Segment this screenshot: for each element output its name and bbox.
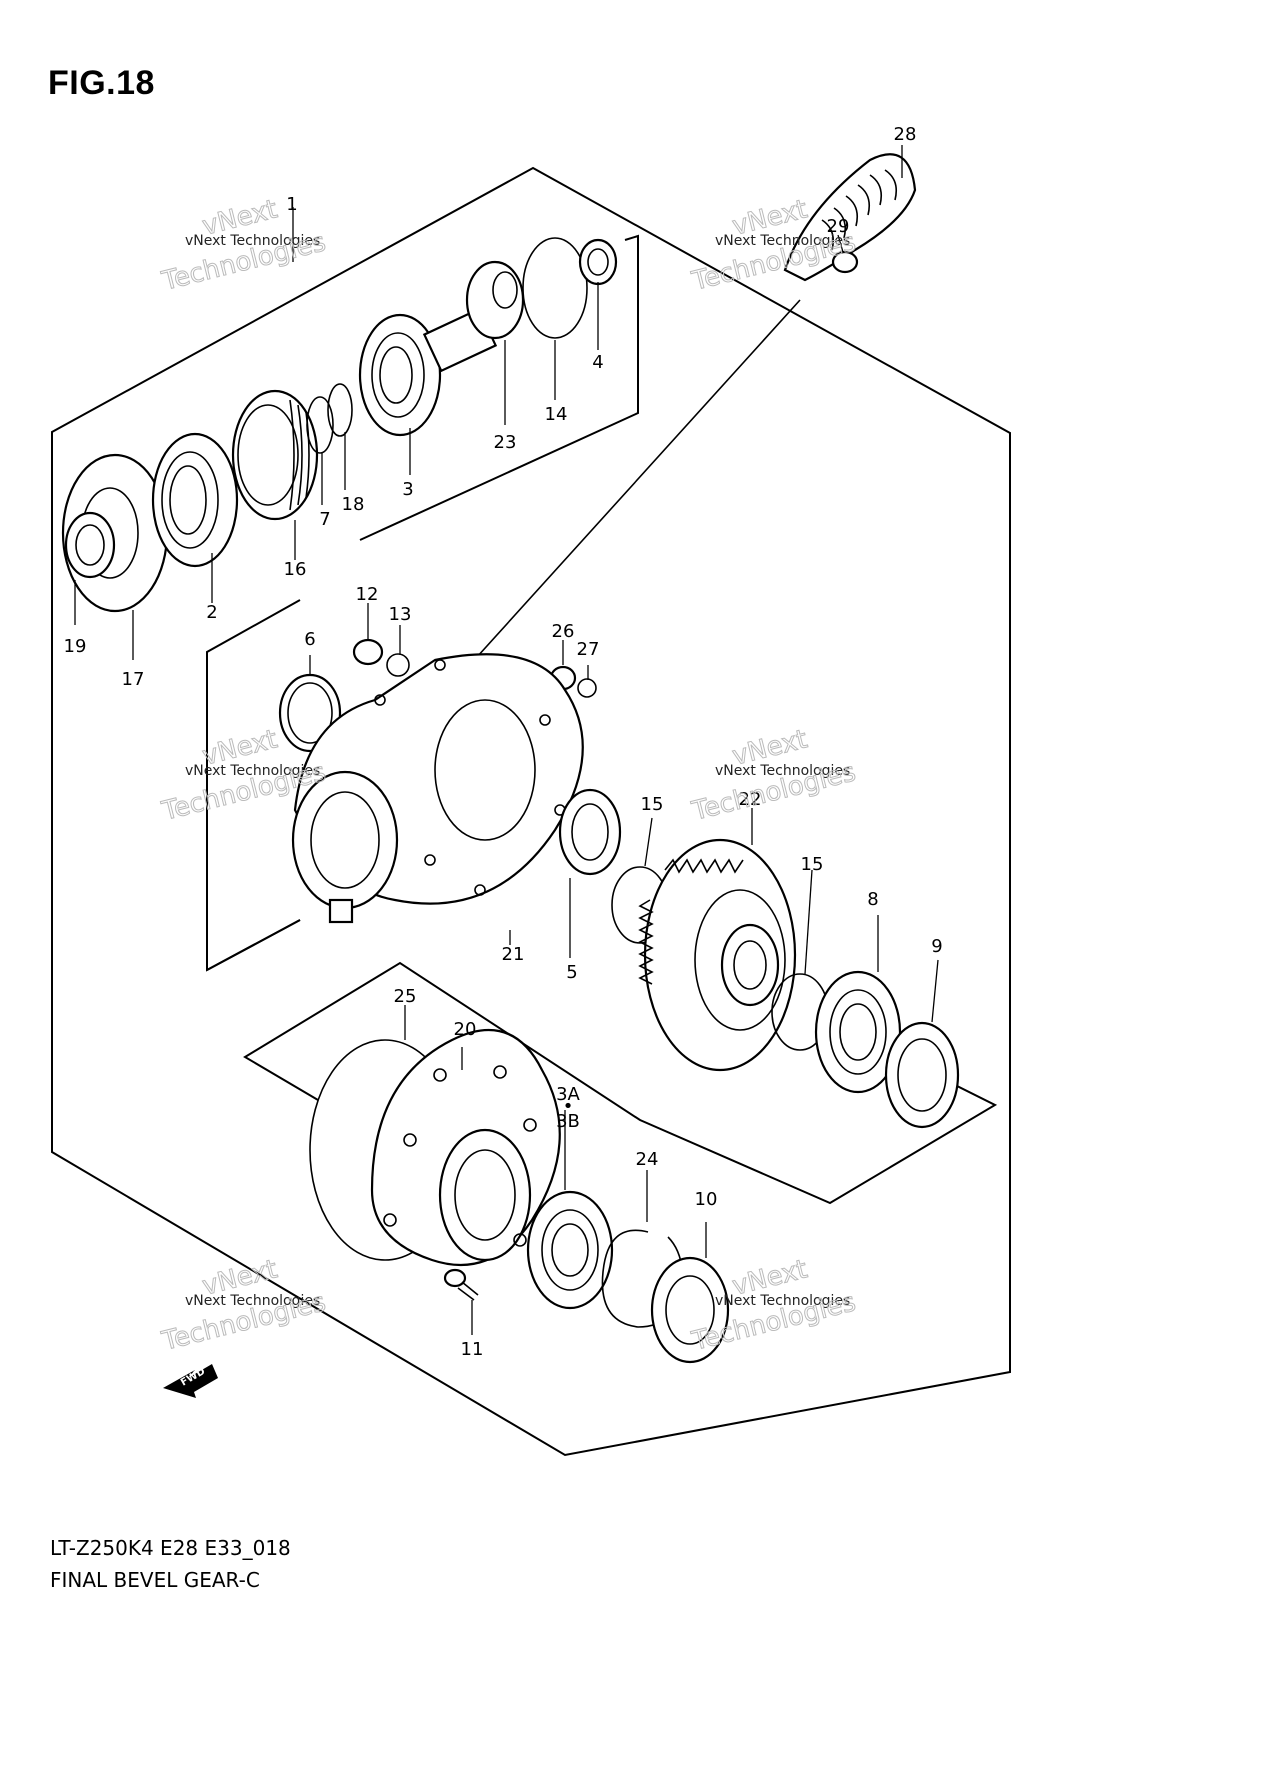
watermark-company: vNext Technologies (715, 233, 850, 249)
coupling-flange-part (61, 453, 169, 613)
part-label-7: 7 (319, 509, 330, 530)
cover-bearing-part (526, 1190, 614, 1310)
part-label-10: 10 (695, 1189, 718, 1210)
watermark-group-bottom-left: vNext vNext Technologies Technologies (158, 1254, 329, 1358)
watermark-company: vNext Technologies (715, 763, 850, 779)
case-subframe-base (206, 919, 301, 971)
part-label-11: 11 (461, 1339, 484, 1360)
oil-seal-part (151, 432, 239, 568)
part-label-18: 18 (342, 494, 365, 515)
final-driven-gear-part (638, 838, 797, 1072)
part-label-21: 21 (502, 944, 525, 965)
drive-axis-line (419, 299, 801, 721)
cover-oil-seal-part (650, 1256, 730, 1364)
outer-frame (51, 166, 1011, 1457)
part-label-4: 4 (592, 352, 603, 373)
watermark-company: vNext Technologies (185, 1293, 320, 1309)
part-label-14: 14 (545, 404, 568, 425)
needle-bearing-upper-part (578, 238, 618, 286)
part-label-16: 16 (284, 559, 307, 580)
boot-part (783, 153, 917, 282)
part-label-19: 19 (64, 636, 87, 657)
part-label-29: 29 (827, 216, 850, 237)
watermark-company: vNext Technologies (715, 1293, 850, 1309)
part-label-24: 24 (636, 1149, 659, 1170)
part-label-20: 20 (454, 1019, 477, 1040)
plug-part (352, 638, 384, 666)
part-label-3-separator: • (563, 1096, 574, 1117)
part-label-8: 8 (867, 889, 878, 910)
clamp-part (831, 250, 859, 274)
part-label-2: 2 (206, 602, 217, 623)
diagram-name: FINAL BEVEL GEAR-C (50, 1568, 260, 1592)
gear-oil-seal-part (884, 1021, 960, 1129)
diagram-footer: LT-Z250K4 E28 E33_018 FINAL BEVEL GEAR-C (50, 1532, 291, 1596)
circlip-part (306, 396, 334, 454)
part-label-15-left: 15 (641, 794, 664, 815)
part-label-27: 27 (577, 639, 600, 660)
cover-subframe (243, 961, 998, 1205)
forward-direction-arrow: FWD (163, 1364, 218, 1398)
gear-bearing-part (814, 970, 902, 1094)
part-label-17: 17 (122, 669, 145, 690)
part-label-25: 25 (394, 986, 417, 1007)
drain-washer-part (577, 678, 597, 698)
part-label-3b: 3B (556, 1111, 580, 1132)
part-label-15-right: 15 (801, 854, 824, 875)
part-label-5: 5 (566, 962, 577, 983)
part-label-13: 13 (389, 604, 412, 625)
shim-part (327, 383, 353, 437)
watermark-group-top-left: vNext vNext Technologies Technologies (158, 194, 329, 298)
needle-bearing-lower-part (558, 788, 622, 876)
gear-case-cover-part (370, 1028, 561, 1267)
part-label-3a: 3A (556, 1084, 580, 1105)
part-label-28: 28 (894, 124, 917, 145)
part-label-12: 12 (356, 584, 379, 605)
watermark-company: vNext Technologies (185, 763, 320, 779)
plug-washer-part (386, 653, 410, 677)
cover-bolt-part (443, 1268, 479, 1301)
part-label-26: 26 (552, 621, 575, 642)
part-label-22: 22 (739, 789, 762, 810)
watermark-group-mid-right: vNext vNext Technologies Technologies (688, 724, 859, 828)
model-code: LT-Z250K4 E28 E33_018 (50, 1536, 291, 1560)
part-label-3: 3 (402, 479, 413, 500)
part-label-9: 9 (931, 936, 942, 957)
part-label-6: 6 (304, 629, 315, 650)
bearing-retainer-part (231, 389, 319, 521)
pinion-subframe (359, 234, 639, 541)
o-ring-part (522, 237, 588, 339)
part-number-labels: 1 2 3 3A • 3B 4 5 6 7 8 9 10 11 12 13 14… (64, 124, 943, 1360)
part-label-1: 1 (286, 194, 297, 215)
part-label-23: 23 (494, 432, 517, 453)
watermark-company: vNext Technologies (185, 233, 320, 249)
figure-title: FIG.18 (48, 64, 155, 102)
final-gear-case-part (291, 653, 584, 924)
bevel-pinion-part (422, 260, 525, 373)
leader-lines (74, 145, 939, 1335)
pinion-bearing-part (358, 313, 442, 437)
